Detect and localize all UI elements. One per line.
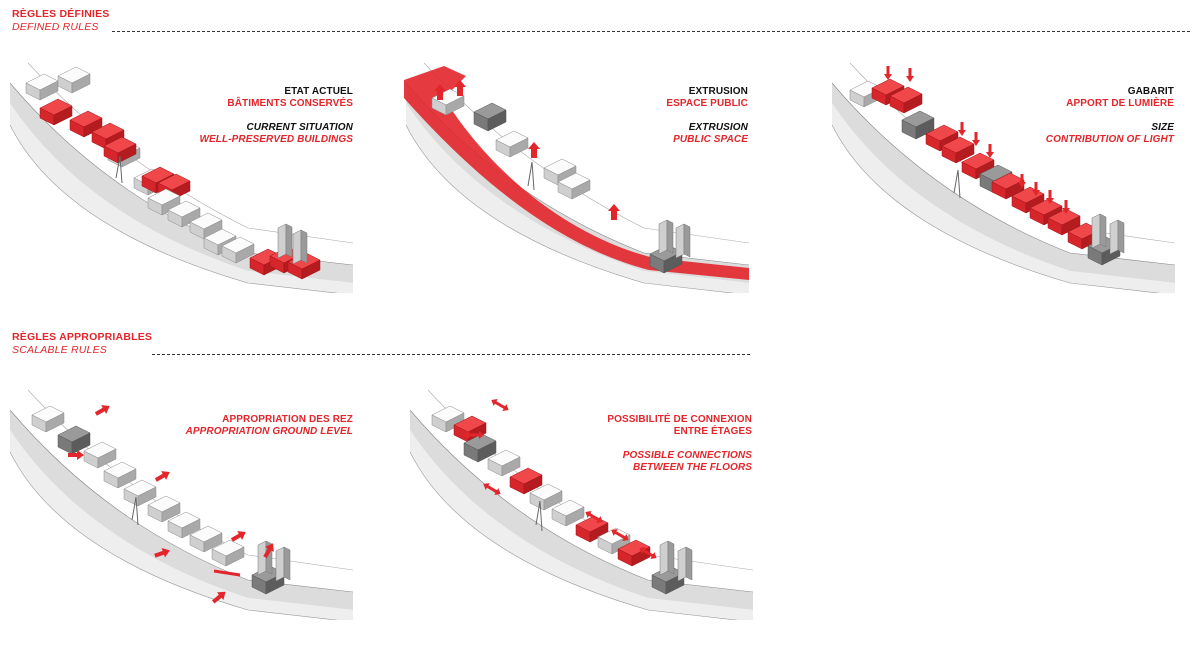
massing-diagram-extrusion: [404, 62, 749, 293]
caption-subtitle-en: WELL-PRESERVED BUILDINGS: [199, 134, 353, 145]
caption-subtitle-en: PUBLIC SPACE: [673, 134, 748, 145]
caption-appropriation: APPROPRIATION DES REZ APPROPRIATION GROU…: [186, 414, 353, 438]
caption-title-fr-line1: POSSIBILITÉ DE CONNEXION: [607, 414, 752, 425]
caption-title-en: SIZE: [1151, 122, 1174, 133]
caption-title-en: EXTRUSION: [688, 122, 748, 133]
caption-connexion: POSSIBILITÉ DE CONNEXION ENTRE ÉTAGES PO…: [607, 414, 752, 474]
section-divider-defined: [112, 31, 1190, 32]
section-subtitle-defined: DEFINED RULES: [12, 21, 99, 33]
caption-title-fr: GABARIT: [1127, 86, 1174, 97]
section-title-scalable: RÈGLES APPROPRIABLES: [12, 331, 153, 343]
massing-diagram-connexion: [409, 389, 753, 620]
caption-title-fr: EXTRUSION: [688, 86, 748, 97]
caption-extrusion: EXTRUSION ESPACE PUBLIC EXTRUSION PUBLIC…: [666, 86, 748, 146]
massing-diagram-gabarit: [831, 62, 1175, 293]
caption-title-en: CURRENT SITUATION: [246, 122, 353, 133]
caption-title-fr: APPROPRIATION DES REZ: [222, 414, 353, 425]
massing-diagram-appropriation: [9, 389, 353, 620]
caption-title-fr: ETAT ACTUEL: [284, 86, 353, 97]
caption-subtitle-en: CONTRIBUTION OF LIGHT: [1045, 134, 1174, 145]
section-divider-scalable: [152, 354, 750, 355]
caption-subtitle-fr: BÂTIMENTS CONSERVÉS: [227, 98, 353, 109]
caption-title-en: APPROPRIATION GROUND LEVEL: [185, 426, 353, 437]
caption-subtitle-fr: APPORT DE LUMIÈRE: [1066, 98, 1174, 109]
caption-title-fr-line2: ENTRE ÉTAGES: [673, 426, 752, 437]
caption-etat-actuel: ETAT ACTUEL BÂTIMENTS CONSERVÉS CURRENT …: [199, 86, 353, 146]
section-title-defined: RÈGLES DÉFINIES: [12, 8, 110, 20]
caption-subtitle-fr: ESPACE PUBLIC: [666, 98, 748, 109]
caption-title-en-line2: BETWEEN THE FLOORS: [632, 462, 752, 473]
section-subtitle-scalable: SCALABLE RULES: [12, 344, 108, 356]
massing-diagram-etat-actuel: [9, 62, 353, 293]
caption-title-en-line1: POSSIBLE CONNECTIONS: [622, 450, 752, 461]
caption-gabarit: GABARIT APPORT DE LUMIÈRE SIZE CONTRIBUT…: [1046, 86, 1174, 146]
